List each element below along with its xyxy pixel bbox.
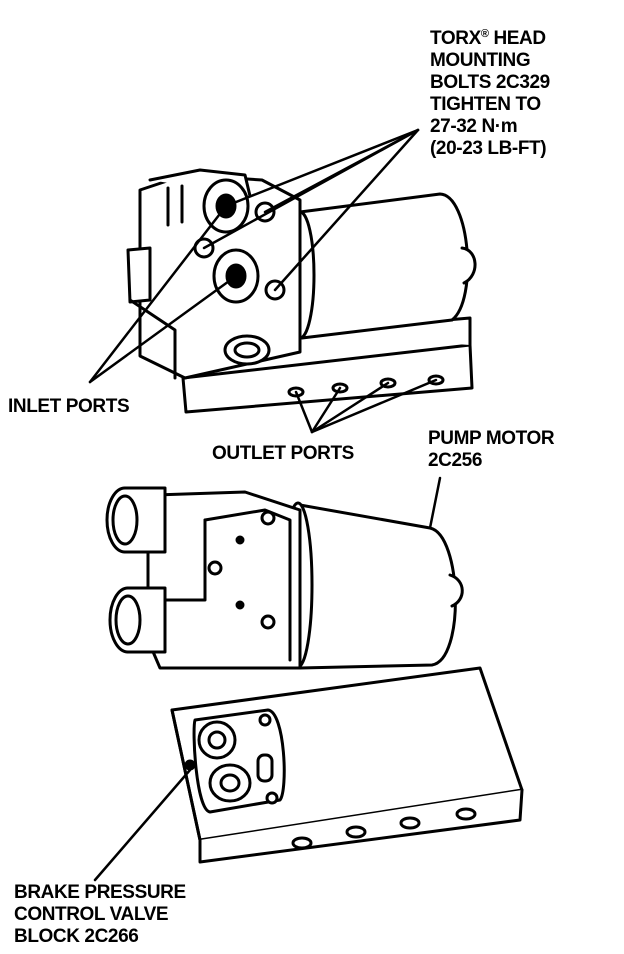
- torx-label-line1: TORX® HEAD: [430, 28, 546, 49]
- torx-label-line6: (20-23 LB-FT): [430, 138, 547, 159]
- valve-block-label-line2: CONTROL VALVE: [14, 904, 169, 925]
- torx-bolts-label: TORX® HEAD MOUNTING BOLTS 2C329 TIGHTEN …: [430, 28, 550, 160]
- pump-motor-label: PUMP MOTOR 2C256: [428, 428, 555, 472]
- inlet-ports-label: INLET PORTS: [8, 396, 130, 417]
- valve-block-drawing: [170, 666, 524, 864]
- leader-outlet-2: [310, 386, 342, 434]
- leader-torx-4: [273, 128, 420, 292]
- leader-lines: [88, 128, 442, 882]
- pump-motor-label-line1: PUMP MOTOR: [428, 428, 555, 449]
- assembled-unit-drawing: [126, 168, 477, 414]
- leader-outlet-3: [310, 381, 390, 434]
- outlet-ports-label: OUTLET PORTS: [212, 443, 354, 464]
- leader-outlet-4: [310, 378, 438, 434]
- valve-block-label-line1: BRAKE PRESSURE: [14, 882, 186, 903]
- torx-label-line5: 27-32 N·m: [430, 116, 518, 137]
- torx-label-line2: MOUNTING: [430, 50, 531, 71]
- torx-label-line4: TIGHTEN TO: [430, 94, 541, 115]
- leader-valve-block: [93, 768, 192, 882]
- leader-torx-1: [224, 128, 420, 208]
- leader-inlet-2: [88, 274, 238, 384]
- leader-pump-motor: [428, 476, 442, 530]
- pump-motor-label-line2: 2C256: [428, 450, 482, 471]
- pump-motor-drawing: [105, 486, 464, 670]
- torx-label-line3: BOLTS 2C329: [430, 72, 550, 93]
- leader-inlet-1: [88, 204, 228, 384]
- valve-block-label-line3: BLOCK 2C266: [14, 926, 139, 947]
- leader-torx-3: [202, 128, 420, 250]
- leader-outlet-1: [294, 390, 314, 434]
- valve-block-label: BRAKE PRESSURE CONTROL VALVE BLOCK 2C266: [14, 882, 186, 948]
